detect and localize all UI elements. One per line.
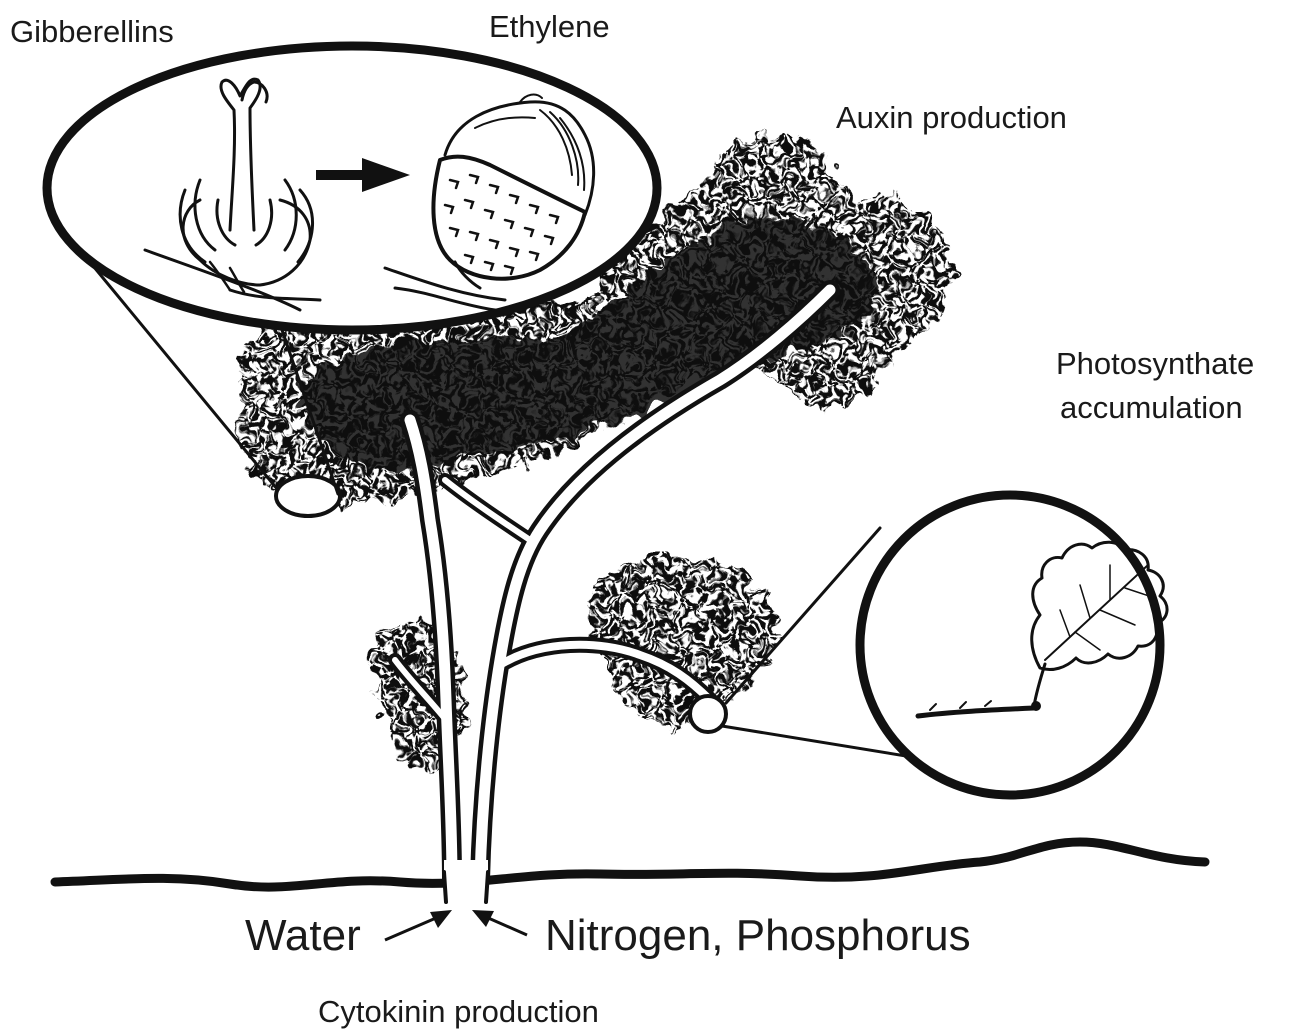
label-accumulation: accumulation	[1060, 390, 1243, 425]
leaf-inset	[860, 495, 1167, 795]
label-nitrogen-phosphorus: Nitrogen, Phosphorus	[545, 911, 971, 960]
label-cytokinin-production: Cytokinin production	[318, 994, 599, 1029]
label-auxin-production: Auxin production	[836, 100, 1067, 135]
ground-line	[55, 842, 1205, 887]
label-photosynthate: Photosynthate	[1056, 346, 1254, 381]
label-ethylene: Ethylene	[489, 9, 610, 44]
flower-location-marker	[276, 476, 340, 516]
nutrient-arrow	[472, 910, 527, 935]
label-water: Water	[245, 911, 361, 960]
flower-to-acorn-inset	[47, 46, 657, 330]
water-arrow	[385, 910, 452, 940]
label-gibberellins: Gibberellins	[10, 14, 174, 49]
leaf-location-marker	[690, 696, 726, 732]
